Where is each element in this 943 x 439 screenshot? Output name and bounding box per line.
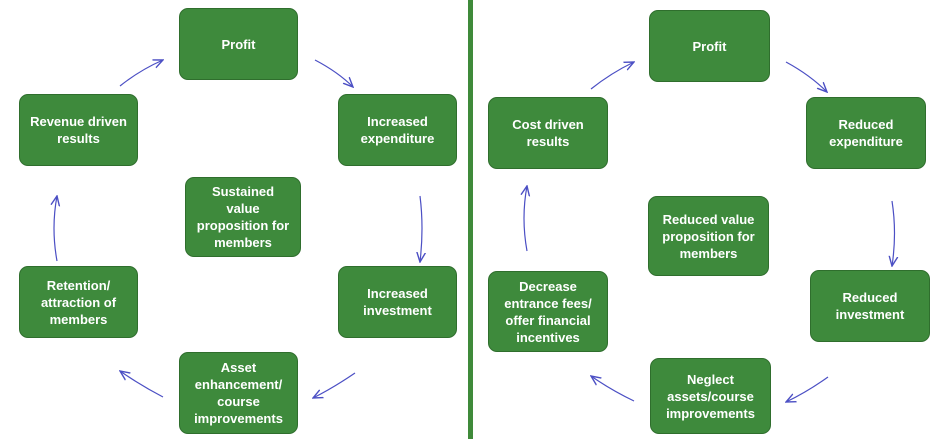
panel-divider [468, 0, 473, 439]
arrow-investment-to-neglect [786, 376, 829, 402]
arrow-retention-to-revenue [54, 196, 57, 262]
arrow-asset-to-retention [120, 371, 164, 398]
arrow-cost-driven-to-profit [590, 62, 634, 90]
node-increased-investment: Increased investment [338, 266, 457, 338]
node-asset-enhancement: Asset enhancement/ course improvements [179, 352, 298, 434]
arrow-neglect-to-decrease-fees [591, 376, 635, 402]
arrow-decrease-fees-to-cost-driven [524, 186, 527, 252]
arrow-expenditure-to-investment [420, 195, 422, 262]
right-cycle-arrows [474, 0, 943, 439]
node-reduced-expenditure: Reduced expenditure [806, 97, 926, 169]
node-revenue-driven-results: Revenue driven results [19, 94, 138, 166]
node-center-sustained-value: Sustained value proposition for members [185, 177, 301, 257]
left-cycle-arrows [0, 0, 468, 439]
arrow-profit-to-expenditure [314, 59, 353, 87]
node-center-reduced-value: Reduced value proposition for members [648, 196, 769, 276]
node-profit-right: Profit [649, 10, 770, 82]
arrow-expenditure-to-reduced-investment [892, 200, 895, 266]
right-cycle-diagram: Profit Reduced expenditure Reduced inves… [474, 0, 943, 439]
node-cost-driven-results: Cost driven results [488, 97, 608, 169]
node-profit: Profit [179, 8, 298, 80]
node-retention-attraction: Retention/ attraction of members [19, 266, 138, 338]
arrow-profit-to-reduced-expenditure [785, 61, 827, 92]
node-neglect-assets: Neglect assets/course improvements [650, 358, 771, 434]
arrow-revenue-to-profit [119, 60, 163, 87]
left-cycle-diagram: Profit Increased expenditure Increased i… [0, 0, 468, 439]
node-reduced-investment: Reduced investment [810, 270, 930, 342]
node-increased-expenditure: Increased expenditure [338, 94, 457, 166]
arrow-investment-to-asset [313, 372, 356, 398]
node-decrease-entrance-fees: Decrease entrance fees/ offer financial … [488, 271, 608, 352]
